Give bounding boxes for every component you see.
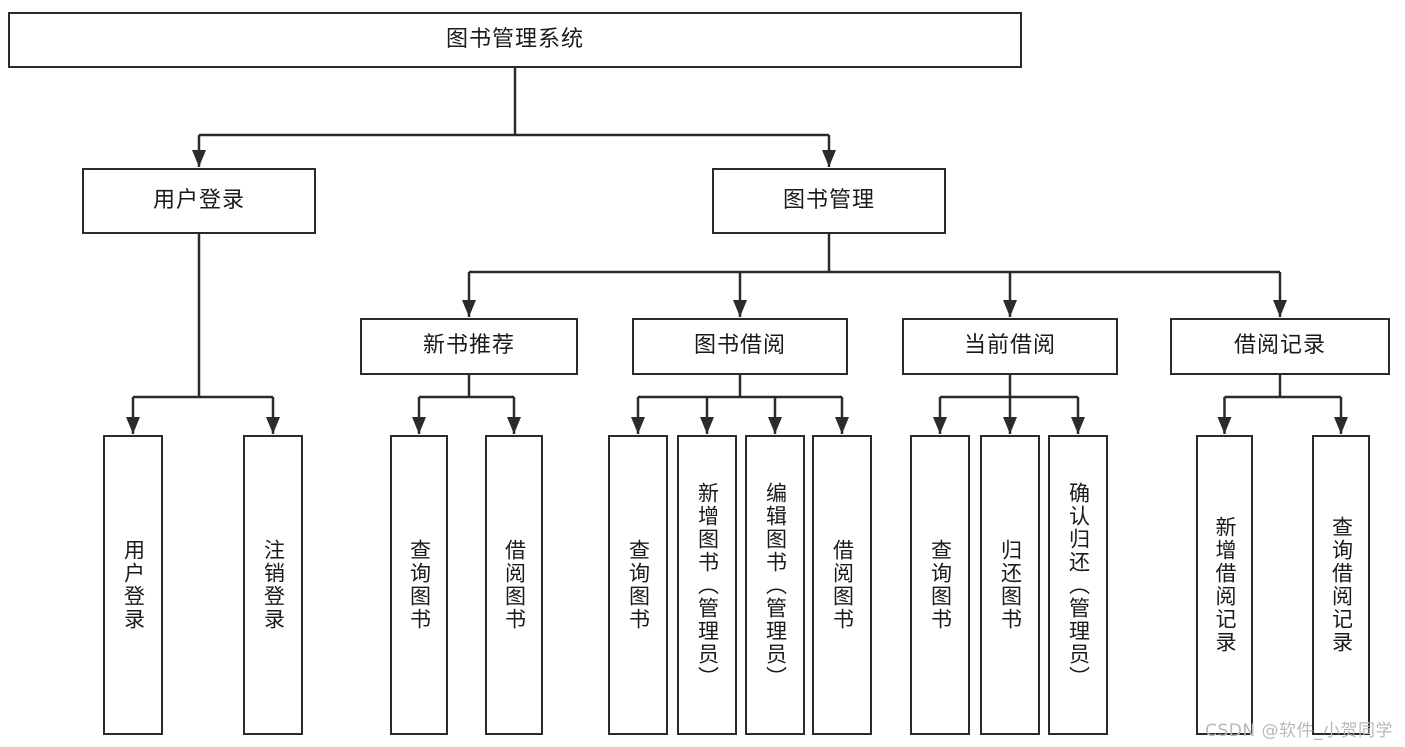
arrowhead-icon [768, 417, 782, 434]
node-leaf-confirm-return[interactable]: 确认归还（管理员） [1048, 435, 1108, 735]
arrowhead-icon [933, 417, 947, 434]
node-label: 确认归还（管理员） [1066, 481, 1091, 689]
node-label: 借阅图书 [502, 539, 527, 631]
arrowhead-icon [1003, 300, 1017, 317]
arrowhead-icon [1071, 417, 1085, 434]
arrowhead-icon [733, 300, 747, 317]
arrowhead-icon [126, 417, 140, 434]
node-label: 借阅记录 [1233, 333, 1326, 359]
arrowhead-icon [462, 300, 476, 317]
node-leaf-return-book[interactable]: 归还图书 [980, 435, 1040, 735]
arrowhead-icon [700, 417, 714, 434]
node-label: 图书借阅 [693, 333, 786, 359]
arrowhead-icon [835, 417, 849, 434]
node-label: 查询图书 [928, 539, 953, 631]
node-root[interactable]: 图书管理系统 [8, 12, 1022, 68]
node-label: 借阅图书 [830, 539, 855, 631]
node-label: 查询图书 [626, 539, 651, 631]
node-leaf-add-record[interactable]: 新增借阅记录 [1196, 435, 1253, 735]
node-leaf-logout[interactable]: 注销登录 [243, 435, 303, 735]
node-label: 注销登录 [261, 539, 286, 631]
node-label: 图书管理系统 [445, 26, 584, 52]
node-leaf-query-book-2[interactable]: 查询图书 [608, 435, 668, 735]
arrowhead-icon [1273, 300, 1287, 317]
node-leaf-add-book[interactable]: 新增图书（管理员） [677, 435, 737, 735]
arrowhead-icon [192, 150, 206, 167]
node-new-book-rec[interactable]: 新书推荐 [360, 318, 578, 375]
node-leaf-query-book-1[interactable]: 查询图书 [390, 435, 448, 735]
arrowhead-icon [507, 417, 521, 434]
arrowhead-icon [1334, 417, 1348, 434]
node-book-manage[interactable]: 图书管理 [712, 168, 946, 234]
node-leaf-edit-book[interactable]: 编辑图书（管理员） [745, 435, 805, 735]
node-leaf-borrow-book-2[interactable]: 借阅图书 [812, 435, 872, 735]
arrowhead-icon [1003, 417, 1017, 434]
node-label: 当前借阅 [963, 333, 1056, 359]
node-leaf-user-login[interactable]: 用户登录 [103, 435, 163, 735]
node-leaf-query-book-3[interactable]: 查询图书 [910, 435, 970, 735]
node-label: 查询图书 [407, 539, 432, 631]
node-label: 查询借阅记录 [1329, 516, 1354, 654]
node-book-borrow[interactable]: 图书借阅 [632, 318, 848, 375]
arrowhead-icon [412, 417, 426, 434]
watermark-label: CSDN @软件_小贺同学 [1205, 721, 1393, 741]
node-label: 图书管理 [782, 187, 875, 213]
node-leaf-query-record[interactable]: 查询借阅记录 [1312, 435, 1370, 735]
arrowhead-icon [266, 417, 280, 434]
node-current-borrow[interactable]: 当前借阅 [902, 318, 1118, 375]
node-leaf-borrow-book-1[interactable]: 借阅图书 [485, 435, 543, 735]
node-user-login[interactable]: 用户登录 [82, 168, 316, 234]
node-label: 新增借阅记录 [1212, 516, 1237, 654]
node-label: 用户登录 [121, 539, 146, 631]
node-label: 编辑图书（管理员） [763, 481, 788, 689]
arrowhead-icon [631, 417, 645, 434]
node-label: 新增图书（管理员） [695, 481, 720, 689]
arrowhead-icon [822, 150, 836, 167]
node-label: 归还图书 [998, 539, 1023, 631]
node-label: 新书推荐 [422, 333, 515, 359]
node-label: 用户登录 [152, 187, 245, 213]
node-borrow-record[interactable]: 借阅记录 [1170, 318, 1390, 375]
arrowhead-icon [1217, 417, 1232, 434]
